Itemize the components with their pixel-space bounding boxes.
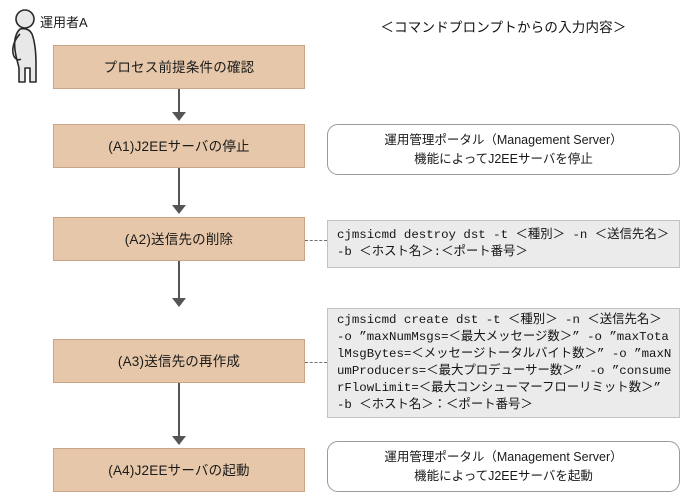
process-box-step-a2[interactable]: (A2)送信先の削除	[53, 217, 305, 261]
process-box-step-a4[interactable]: (A4)J2EEサーバの起動	[53, 448, 305, 492]
process-box-step-0[interactable]: プロセス前提条件の確認	[53, 45, 305, 89]
process-box-label: (A1)J2EEサーバの停止	[108, 138, 250, 154]
note-line-2: 機能によってJ2EEサーバを起動	[414, 468, 593, 483]
process-box-step-a3[interactable]: (A3)送信先の再作成	[53, 339, 305, 383]
connector-arrow-a3-to-a4	[172, 436, 186, 445]
process-box-label: (A4)J2EEサーバの起動	[108, 462, 250, 478]
person-actor-icon	[6, 8, 44, 90]
process-box-label: (A3)送信先の再作成	[117, 353, 241, 369]
actor-label: 運用者A	[40, 15, 88, 30]
connector-arrow-a2-to-a3	[172, 298, 186, 307]
note-box-step-a4: 運用管理ポータル（Management Server） 機能によってJ2EEサー…	[327, 441, 680, 492]
connector-line-0-to-a1	[178, 89, 180, 115]
command-box-step-a3: cjmsicmd create dst -t ＜種別＞ -n ＜送信先名＞ -o…	[327, 308, 680, 418]
note-box-step-a1: 運用管理ポータル（Management Server） 機能によってJ2EEサー…	[327, 124, 680, 175]
connector-arrow-0-to-a1	[172, 112, 186, 121]
connector-line-a3-to-a4	[178, 383, 180, 439]
process-box-step-a1[interactable]: (A1)J2EEサーバの停止	[53, 124, 305, 168]
note-line-1: 運用管理ポータル（Management Server）	[384, 449, 623, 464]
connector-line-a2-to-a3	[178, 261, 180, 301]
note-line-2: 機能によってJ2EEサーバを停止	[414, 151, 593, 166]
right-column-header: ＜コマンドプロンプトからの入力内容＞	[380, 20, 627, 35]
connector-line-a1-to-a2	[178, 168, 180, 208]
command-text: cjmsicmd destroy dst -t ＜種別＞ -n ＜送信先名＞ -…	[337, 228, 677, 259]
command-text: cjmsicmd create dst -t ＜種別＞ -n ＜送信先名＞ -o…	[337, 313, 672, 412]
dashed-connector-a3	[305, 362, 327, 363]
connector-arrow-a1-to-a2	[172, 205, 186, 214]
note-line-1: 運用管理ポータル（Management Server）	[384, 132, 623, 147]
command-box-step-a2: cjmsicmd destroy dst -t ＜種別＞ -n ＜送信先名＞ -…	[327, 220, 680, 268]
process-box-label: (A2)送信先の削除	[124, 231, 234, 247]
dashed-connector-a2	[305, 240, 327, 241]
process-box-label: プロセス前提条件の確認	[103, 59, 255, 75]
